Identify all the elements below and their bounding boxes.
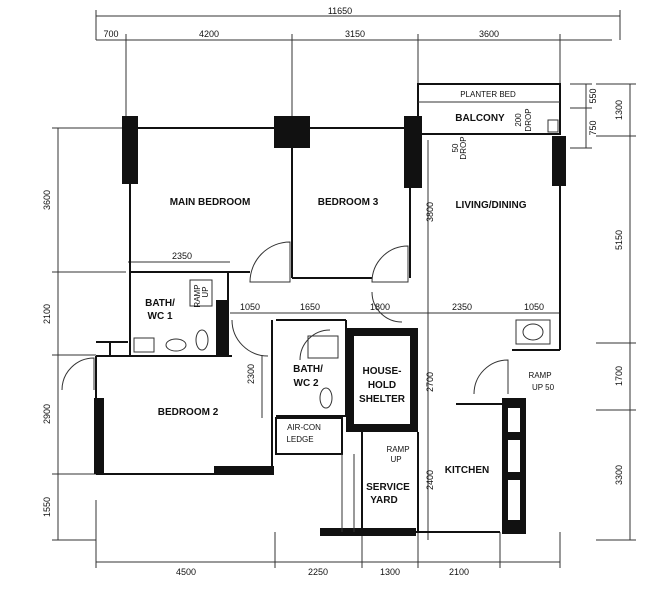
- label-bath-wc1-line1: BATH/: [145, 298, 175, 309]
- label-drop-50-line1: 50: [451, 143, 460, 152]
- dim-2400: 2400: [425, 470, 435, 490]
- dim-left-2: 2100: [42, 304, 52, 324]
- door-swing: [249, 241, 291, 283]
- doors: [61, 241, 509, 395]
- label-living-dining: LIVING/DINING: [455, 200, 526, 211]
- label-drop-200-line2: DROP: [524, 108, 533, 131]
- column: [122, 116, 138, 184]
- dim-1050-b: 1050: [524, 302, 544, 312]
- dim-right-inner-1: 550: [588, 88, 598, 103]
- dim-overall-width: 11650: [328, 6, 352, 16]
- label-shelter-line2: HOLD: [368, 380, 396, 391]
- dimension-text: 11650 700 4200 3150 3600 4500 2250 1300 …: [42, 6, 624, 577]
- room-labels: PLANTER BED BALCONY MAIN BEDROOM BEDROOM…: [145, 90, 527, 506]
- dim-right-3: 1700: [614, 366, 624, 386]
- door-swing: [231, 319, 269, 357]
- toilet-icon: [319, 387, 333, 409]
- label-bath-wc2-line1: BATH/: [293, 364, 323, 375]
- dim-top-3: 3150: [345, 29, 365, 39]
- label-ramp-2-line2: UP: [390, 455, 401, 464]
- dim-1650: 1650: [300, 302, 320, 312]
- label-ramp-1-line2: UP: [201, 286, 210, 297]
- shower-area: [189, 279, 213, 307]
- dim-right-4: 3300: [614, 465, 624, 485]
- drain-icon: [547, 119, 559, 133]
- wash-basin: [307, 335, 339, 359]
- dim-1800: 1800: [370, 302, 390, 312]
- dim-bottom-4: 2100: [449, 567, 469, 577]
- label-bath-wc1-line2: WC 1: [148, 311, 173, 322]
- column: [552, 136, 566, 186]
- label-ramp-50-line1: RAMP: [528, 371, 551, 380]
- dim-2350-a: 2350: [172, 251, 192, 261]
- dim-3800: 3800: [425, 202, 435, 222]
- fixtures: [133, 119, 559, 409]
- door-swing: [371, 291, 403, 323]
- label-bath-wc2-line2: WC 2: [294, 378, 319, 389]
- dim-2700: 2700: [425, 372, 435, 392]
- label-shelter-line3: SHELTER: [359, 394, 406, 405]
- label-aircon-line1: AIR-CON: [287, 423, 321, 432]
- label-aircon-line2: LEDGE: [286, 435, 313, 444]
- dim-1050-a: 1050: [240, 302, 260, 312]
- label-service-yard-line2: YARD: [370, 495, 397, 506]
- label-service-yard-line1: SERVICE: [366, 482, 410, 493]
- dim-top-2: 4200: [199, 29, 219, 39]
- label-drop-50-line2: DROP: [459, 136, 468, 159]
- dim-top-4: 3600: [479, 29, 499, 39]
- walls: [94, 83, 566, 536]
- label-shelter-line1: HOUSE-: [363, 366, 402, 377]
- label-balcony: BALCONY: [455, 113, 505, 124]
- label-ramp-1-line1: RAMP: [193, 284, 202, 307]
- dim-left-1: 3600: [42, 190, 52, 210]
- label-ramp-50-line2: UP 50: [532, 383, 555, 392]
- door-swing: [61, 357, 95, 391]
- dimension-lines: [52, 10, 636, 568]
- dim-left-3: 2900: [42, 404, 52, 424]
- dim-left-4: 1550: [42, 497, 52, 517]
- dim-bottom-3: 1300: [380, 567, 400, 577]
- label-drop-200-line1: 200: [514, 113, 523, 127]
- dim-right-inner-2: 750: [588, 120, 598, 135]
- dim-top-1: 700: [103, 29, 118, 39]
- dim-right-1: 1300: [614, 100, 624, 120]
- column: [274, 116, 310, 148]
- door-swing: [371, 245, 409, 283]
- label-main-bedroom: MAIN BEDROOM: [170, 197, 251, 208]
- bath-wc1-outline: [129, 271, 229, 357]
- label-ramp-2-line1: RAMP: [386, 445, 409, 454]
- dim-2350-b: 2350: [452, 302, 472, 312]
- annotations: RAMP UP RAMP UP RAMP UP 50 50 DROP 200 D…: [193, 108, 555, 464]
- toilet-icon: [195, 329, 209, 351]
- wash-basin: [133, 337, 155, 353]
- basin-icon: [165, 338, 187, 352]
- basin-icon: [522, 323, 544, 341]
- label-bedroom-3: BEDROOM 3: [318, 197, 379, 208]
- aircon-ledge-outline: [275, 417, 343, 455]
- door-swing: [473, 359, 509, 395]
- dim-bottom-2: 2250: [308, 567, 328, 577]
- dim-right-2: 5150: [614, 230, 624, 250]
- dim-2300: 2300: [246, 364, 256, 384]
- door-swing: [299, 329, 331, 361]
- label-kitchen: KITCHEN: [445, 465, 489, 476]
- dim-bottom-1: 4500: [176, 567, 196, 577]
- label-bedroom-2: BEDROOM 2: [158, 407, 219, 418]
- label-planter-bed: PLANTER BED: [460, 90, 516, 99]
- column: [404, 116, 422, 188]
